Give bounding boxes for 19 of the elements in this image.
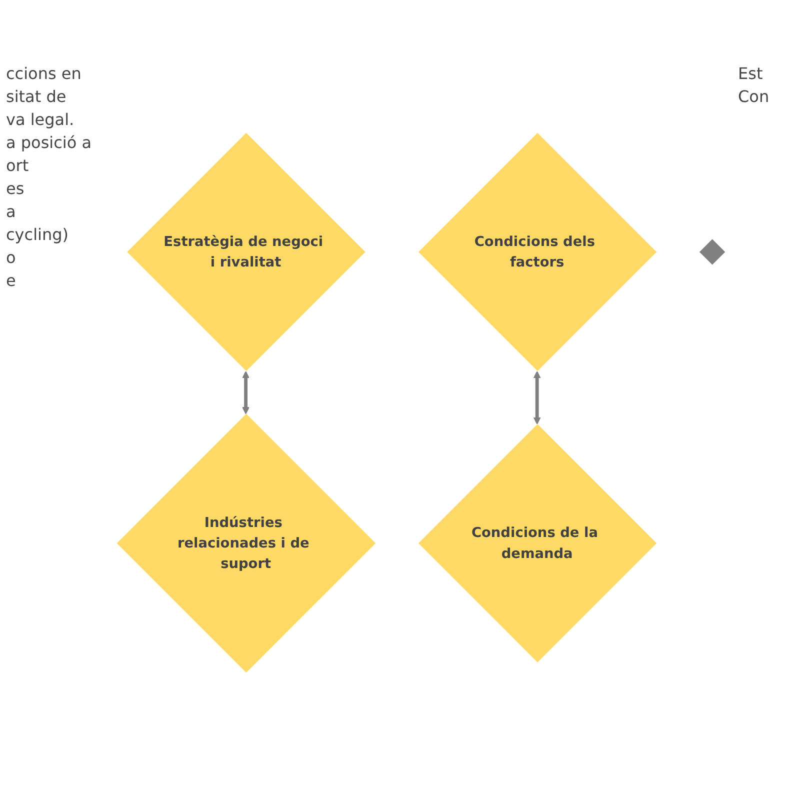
node-diamond: Condicions de la demanda [418,424,657,663]
arrow [242,371,250,414]
text-fragment: a posició a [6,133,93,152]
text-fragment: a [6,202,17,221]
text-fragment: ccions en [6,64,82,83]
text-fragment: Con [738,87,770,106]
arrow [533,371,541,425]
text-fragment: sitat de [6,87,68,106]
text-fragment: e [6,271,17,290]
node-diamond: Condicions dels factors [418,133,657,372]
text-fragment: cycling) [6,225,70,244]
text-fragment: o [6,248,17,267]
text-fragment: va legal. [6,110,76,129]
text-fragment: es [6,179,26,198]
text-fragment: ort [6,156,30,175]
node-diamond [699,239,726,266]
text-fragment: Est [738,64,764,83]
node-diamond: Indústries relacionades i de suport [116,414,376,673]
node-diamond: Estratègia de negoci i rivalitat [127,133,366,372]
